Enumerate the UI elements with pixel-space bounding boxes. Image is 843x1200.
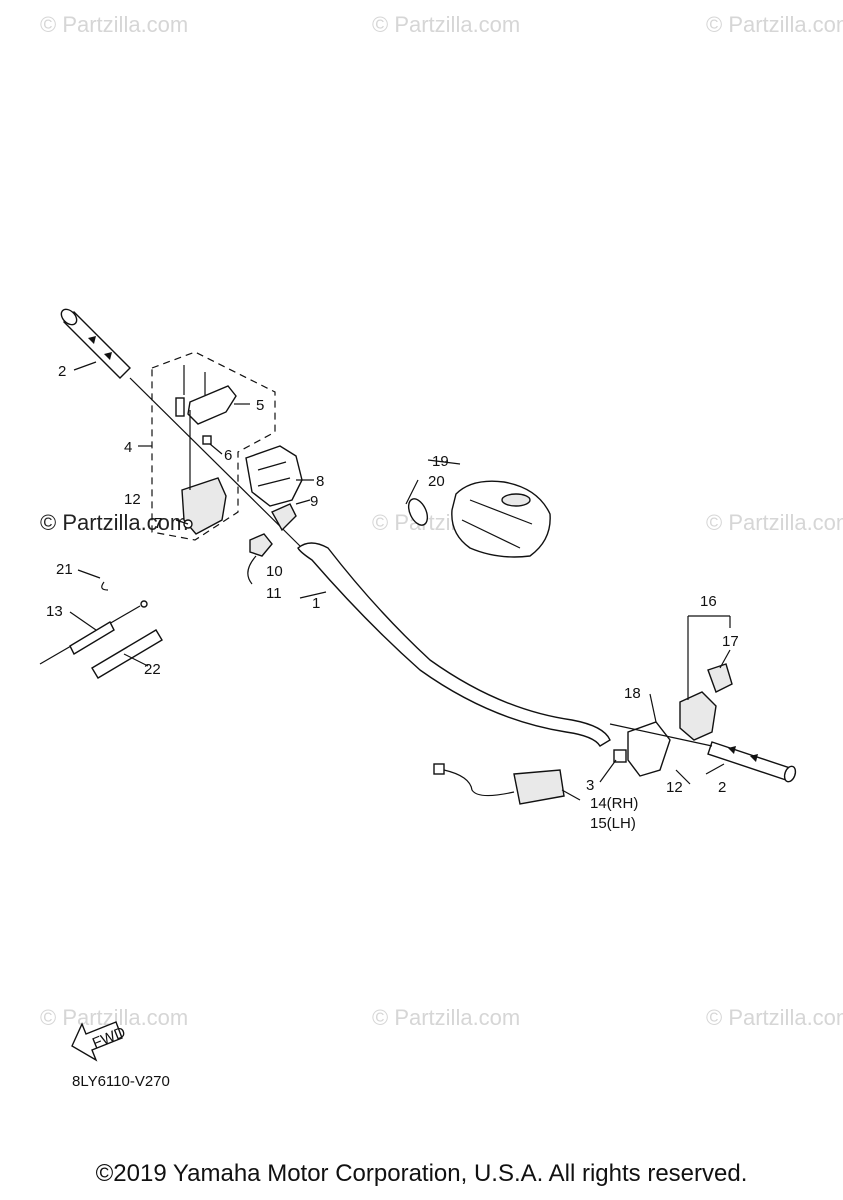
callout-6: 6 [224, 447, 232, 464]
callout-13: 13 [46, 603, 63, 620]
callout-11: 11 [266, 585, 282, 602]
callout-2: 2 [58, 363, 66, 380]
callout-9: 9 [310, 493, 318, 510]
copyright-notice: ©2019 Yamaha Motor Corporation, U.S.A. A… [95, 1160, 748, 1187]
callout-14: 14(RH) [590, 795, 638, 812]
callout-7: 7 [154, 515, 162, 532]
pad-cover [451, 480, 551, 558]
watermark: © Partzilla.com [706, 12, 843, 37]
watermark: © Partzilla.com [40, 510, 188, 535]
diagram-code: 8LY6110-V270 [72, 1073, 170, 1090]
watermark: © Partzilla.com [706, 510, 843, 535]
callout-19: 19 [432, 453, 449, 470]
callout-5: 5 [256, 397, 264, 414]
callout-22: 22 [144, 661, 161, 678]
left-grip [60, 308, 301, 547]
lever-holder [679, 691, 717, 741]
callout-1: 1 [312, 595, 320, 612]
callout-10: 10 [266, 563, 283, 580]
handlebar [297, 542, 611, 747]
switch-part [271, 503, 297, 532]
leader-lines [69, 361, 731, 801]
band-clamp [407, 498, 429, 526]
callout-labels: 1 2 2 3 4 5 6 7 8 9 10 11 12 12 13 14(RH… [46, 363, 739, 832]
callout-18: 18 [624, 685, 641, 702]
callout-20: 20 [428, 473, 445, 490]
watermark: © Partzilla.com [706, 1005, 843, 1030]
switch-part [249, 533, 273, 557]
watermark: © Partzilla.com [372, 1005, 520, 1030]
lever-assembly-outline [151, 351, 276, 541]
callout-12: 12 [666, 779, 683, 796]
lever-bracket [707, 663, 733, 693]
watermark: © Partzilla.com [40, 12, 188, 37]
fwd-arrow-icon: FWD [71, 1021, 128, 1062]
watermark-group: © Partzilla.com © Partzilla.com © Partzi… [40, 12, 843, 1030]
callout-4: 4 [124, 439, 132, 456]
protector-tube [91, 629, 163, 679]
watermark: © Partzilla.com [372, 12, 520, 37]
switch-housing [245, 445, 303, 507]
callout-3: 3 [586, 777, 594, 794]
switch-body [627, 721, 671, 777]
right-grip [707, 741, 797, 783]
throttle-cable [39, 581, 148, 665]
callout-15: 15(LH) [590, 815, 636, 832]
collar [613, 749, 627, 763]
callout-8: 8 [316, 473, 324, 490]
callout-16: 16 [700, 593, 717, 610]
callout-17: 17 [722, 633, 739, 650]
callout-12: 12 [124, 491, 141, 508]
throttle-lever [175, 365, 237, 535]
callout-2: 2 [718, 779, 726, 796]
switch-harness [433, 763, 565, 805]
callout-21: 21 [56, 561, 73, 578]
